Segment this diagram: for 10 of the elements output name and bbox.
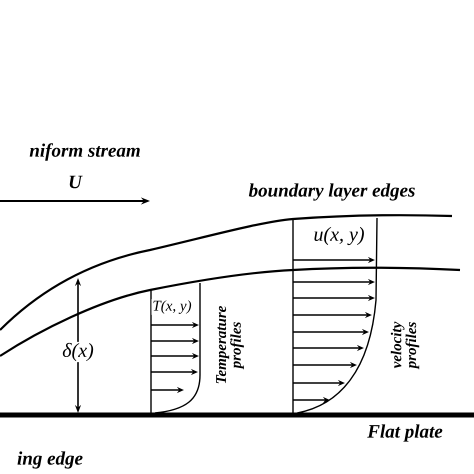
formula-label: T(x, y) <box>151 299 193 315</box>
leading-label: ing edge <box>18 451 83 469</box>
profile-label: Temperature profiles <box>216 306 244 384</box>
plate-label: Flat plate <box>367 424 442 442</box>
profile-label: velocity profiles <box>390 322 420 370</box>
stream-label: niform stream <box>30 143 140 161</box>
formula-label: u(x, y) <box>312 226 366 246</box>
thickness-label: δ(x) <box>61 342 95 362</box>
velocity-symbol: U <box>70 176 83 188</box>
boundary-label: boundary layer edges <box>248 183 415 201</box>
